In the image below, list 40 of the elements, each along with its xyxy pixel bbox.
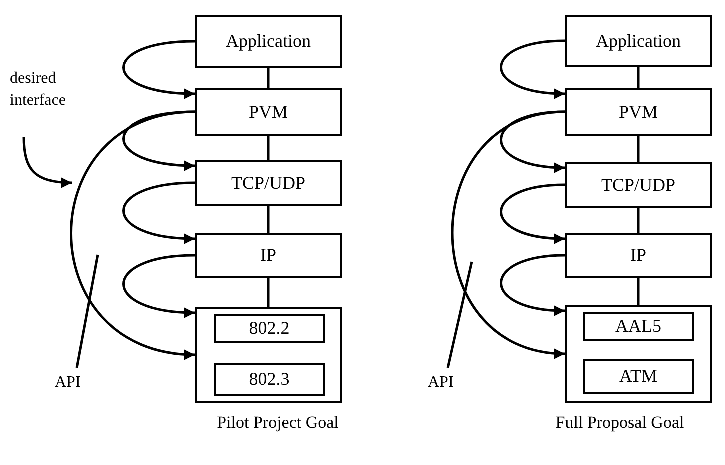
stack-container-box <box>565 305 712 403</box>
curved-arrow <box>122 182 196 244</box>
curved-arrow <box>70 110 196 360</box>
curved-arrow <box>500 110 566 173</box>
layer-box: ATM <box>583 359 694 394</box>
layer-box: TCP/UDP <box>565 162 712 208</box>
curved-arrow <box>451 110 566 358</box>
connector-line <box>637 278 640 305</box>
layer-box: AAL5 <box>583 312 694 341</box>
connector-line <box>267 136 270 160</box>
layer-box: IP <box>565 233 712 278</box>
layer-box: 802.3 <box>214 363 325 396</box>
curved-arrow <box>122 110 196 171</box>
curved-arrow <box>122 254 196 318</box>
connector-line <box>267 68 270 88</box>
connector-line <box>267 206 270 233</box>
layer-box: 802.2 <box>214 314 325 343</box>
annotation-label: API <box>428 370 478 396</box>
connector-line <box>637 136 640 162</box>
layer-box: IP <box>195 233 342 278</box>
layer-box: TCP/UDP <box>195 160 342 206</box>
layer-box: PVM <box>195 88 342 136</box>
leader-arrow <box>22 136 72 188</box>
annotation-label: API <box>55 370 105 396</box>
stack-caption: Pilot Project Goal <box>216 412 340 434</box>
stack-caption: Full Proposal Goal <box>554 412 686 434</box>
leader-line <box>76 254 100 368</box>
connector-line <box>637 208 640 233</box>
annotation-label: desired interface <box>10 55 110 125</box>
layer-box: Application <box>195 15 342 68</box>
stack-container-box <box>195 307 342 403</box>
leader-line <box>446 262 474 368</box>
curved-arrow <box>122 40 196 99</box>
curved-arrow <box>500 254 566 316</box>
layer-box: PVM <box>565 88 712 136</box>
connector-line <box>267 278 270 307</box>
connector-line <box>637 67 640 88</box>
layer-box: Application <box>565 15 712 67</box>
curved-arrow <box>500 40 566 99</box>
curved-arrow <box>500 184 566 244</box>
